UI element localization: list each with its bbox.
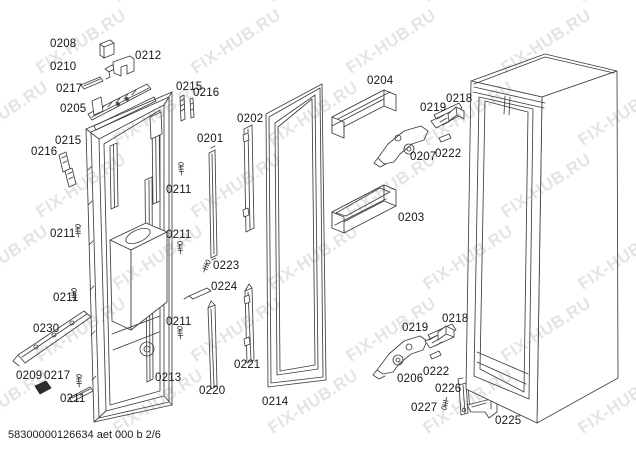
ice-dispenser-housing [109,222,168,357]
part-label-0222: 0222 [423,366,450,378]
part-label-0230: 0230 [33,323,60,335]
part-label-0217: 0217 [44,370,71,382]
part-label-0221: 0221 [234,359,261,371]
part-label-0205: 0205 [60,103,87,115]
part-label-0216: 0216 [193,87,220,99]
document-number: 58300000126634 aet 000 b 2/6 [8,429,161,441]
part-0215-strip-left [58,151,71,173]
part-0222-clip-upper [438,133,452,143]
part-label-0226: 0226 [435,383,462,395]
part-0208-cap [99,39,115,59]
part-0218-bracket-upper [447,106,465,122]
part-label-0206: 0206 [397,373,424,385]
part-label-0218: 0218 [442,313,469,325]
part-label-0207: 0207 [410,151,437,163]
part-label-0224: 0224 [211,281,238,293]
part-label-0208: 0208 [50,38,77,50]
part-label-0218: 0218 [446,93,473,105]
part-0222-clip-lower [429,350,442,360]
part-label-0211: 0211 [50,228,76,240]
part-0230-mounting-rail [12,310,92,367]
part-label-0211: 0211 [166,316,192,328]
part-label-0212: 0212 [135,50,162,62]
part-0214-door-gasket [265,83,327,388]
part-0212-bracket [112,55,135,77]
part-label-0225: 0225 [495,415,522,427]
part-0224-clip [183,287,212,300]
part-label-0211: 0211 [166,229,192,241]
part-0207-hinge-upper [373,125,429,168]
part-label-0215: 0215 [55,135,82,147]
part-label-0220: 0220 [199,385,226,397]
part-0216-strip-right [189,97,195,119]
part-label-0222: 0222 [435,148,462,160]
part-label-0215: 0215 [176,81,203,93]
part-0205-top-rail [87,83,157,131]
part-0215-strip-right [179,94,186,122]
part-0220-trim-bar [207,300,218,390]
part-label-0201: 0201 [197,133,224,145]
part-0216-strip-left [64,167,77,188]
door-inner-rails [109,111,163,210]
part-label-0214: 0214 [262,396,289,408]
part-label-0227: 0227 [411,402,438,414]
part-label-0223: 0223 [213,260,240,272]
part-0217-strip-top [80,76,104,90]
part-0221-trim-bar [243,283,255,364]
part-label-0211: 0211 [60,393,86,405]
part-label-0217: 0217 [56,83,83,95]
part-0202-trim-bar [242,124,255,233]
part-0204-door-bin-upper [331,89,397,139]
part-label-0219: 0219 [420,102,447,114]
part-label-0204: 0204 [367,75,394,87]
part-label-0211: 0211 [53,292,79,304]
part-label-0209: 0209 [16,370,43,382]
part-label-0210: 0210 [50,61,77,73]
part-label-0203: 0203 [398,212,425,224]
part-label-0216: 0216 [31,146,58,158]
part-0218-bracket-lower [437,325,455,341]
part-0209-clip [34,380,52,395]
part-0201-trim-bar [208,145,218,261]
part-label-0211: 0211 [166,184,192,196]
part-0217-strip-bottom [68,386,94,403]
part-label-0213: 0213 [155,372,182,384]
part-0206-hinge-lower [372,335,428,380]
part-label-0202: 0202 [237,113,264,125]
refrigerator-cabinet [465,53,619,424]
part-label-0219: 0219 [402,322,429,334]
part-0203-door-bin-lower [331,184,397,234]
